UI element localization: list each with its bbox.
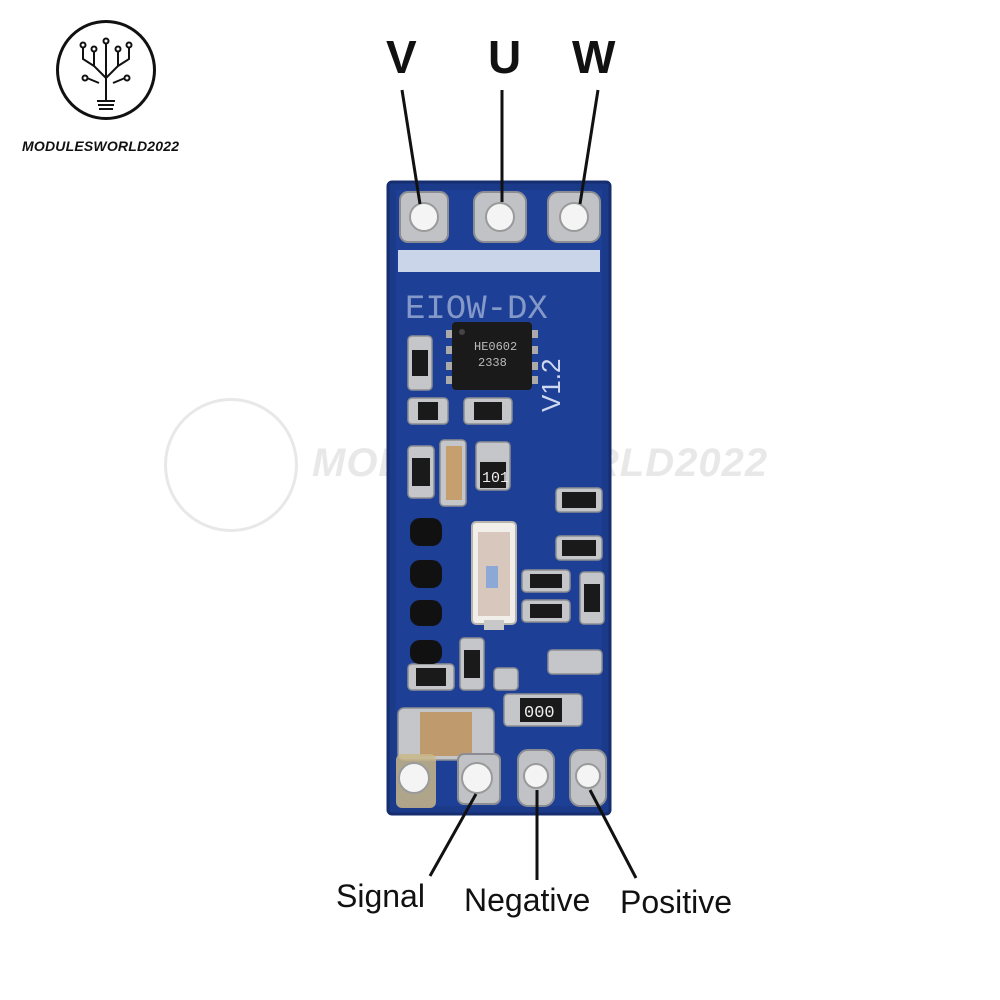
pin-label-signal: Signal: [336, 878, 425, 914]
led: [471, 521, 517, 630]
ic-code: 2338: [478, 356, 507, 370]
ic-chip: HE0602 2338: [446, 322, 538, 390]
pin-label-v: V: [386, 31, 417, 83]
board-version: V1.2: [536, 359, 566, 413]
watermark-logo: [164, 398, 298, 532]
pin-label-w: W: [572, 31, 616, 83]
resistor-top-marking: 101: [482, 470, 509, 487]
pin-label-negative: Negative: [464, 882, 591, 918]
brand-logo: [56, 20, 156, 120]
bottom-pads: [396, 749, 607, 808]
pin-label-positive: Positive: [620, 884, 733, 920]
circuit-tree-icon: [79, 37, 133, 110]
leader-lines: [400, 89, 638, 880]
pin-label-u: U: [488, 31, 522, 83]
top-pads: [399, 191, 601, 243]
resistor-bottom-marking: 000: [524, 704, 555, 723]
ic-marking: HE0602: [474, 340, 517, 354]
brand-name: MODULESWORLD2022: [22, 138, 180, 154]
